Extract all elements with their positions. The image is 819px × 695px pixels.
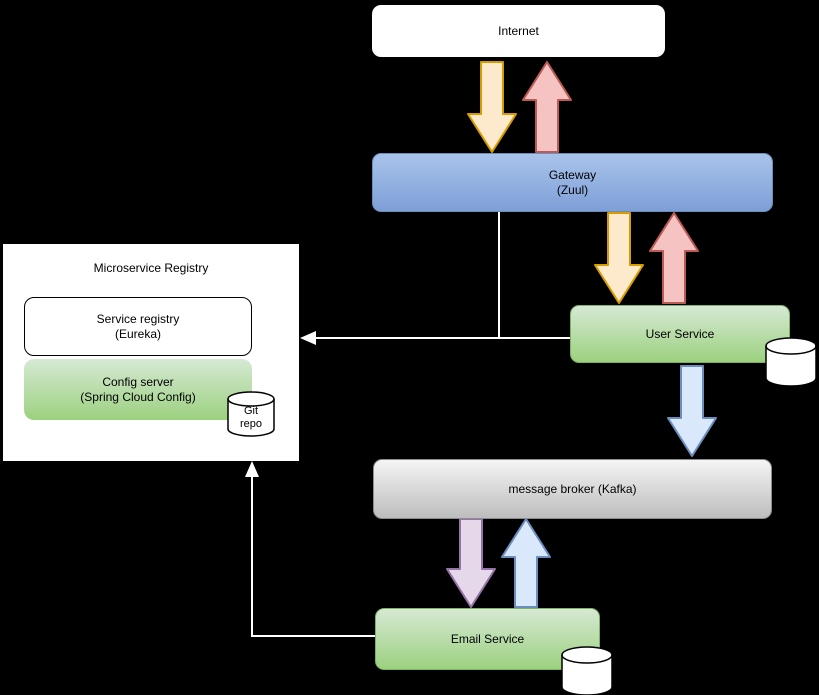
user-service-node: User Service (570, 305, 790, 363)
service-registry-label-line2: (Eureka) (114, 326, 161, 341)
gateway-label-line2: (Zuul) (556, 182, 589, 197)
gateway-node: Gateway (Zuul) (372, 153, 773, 212)
microservice-registry-group: Microservice Registry Service registry (… (3, 244, 299, 461)
email-service-database-icon (561, 646, 613, 695)
internet-label: Internet (498, 23, 539, 38)
message-broker-node: message broker (Kafka) (373, 459, 772, 519)
service-registry-node: Service registry (Eureka) (24, 297, 252, 356)
user-service-database-icon (765, 337, 817, 387)
connector-registry-arrowhead-left (300, 331, 316, 345)
email-service-label: Email Service (450, 631, 525, 646)
service-registry-label-line1: Service registry (96, 311, 180, 326)
gateway-label-line1: Gateway (548, 167, 597, 182)
registry-title: Microservice Registry (93, 261, 209, 275)
config-server-node: Config server (Spring Cloud Config) (24, 359, 252, 420)
arrow-email-service-to-kafka-up (501, 518, 551, 608)
connector-email-service-to-registry (251, 477, 375, 637)
arrow-user-service-to-gateway-up (649, 212, 699, 304)
git-repo-label: Git repo (227, 405, 275, 431)
git-repo-database-icon: Git repo (227, 391, 275, 437)
internet-node: Internet (372, 5, 665, 57)
arrow-gateway-to-internet-up (522, 61, 572, 153)
arrow-user-service-to-kafka-down (667, 365, 717, 457)
connector-registry-arrowhead-up (245, 461, 259, 477)
arrow-internet-to-gateway-down (467, 61, 517, 153)
arrow-gateway-to-user-service-down (594, 212, 644, 304)
arrow-kafka-to-email-service-down (446, 518, 496, 608)
config-server-label-line1: Config server (102, 374, 174, 389)
config-server-label-line2: (Spring Cloud Config) (80, 389, 196, 404)
user-service-label: User Service (645, 326, 715, 341)
git-repo-label-line1: Git (243, 405, 259, 417)
git-repo-label-line2: repo (239, 418, 263, 430)
message-broker-label: message broker (Kafka) (508, 481, 637, 496)
